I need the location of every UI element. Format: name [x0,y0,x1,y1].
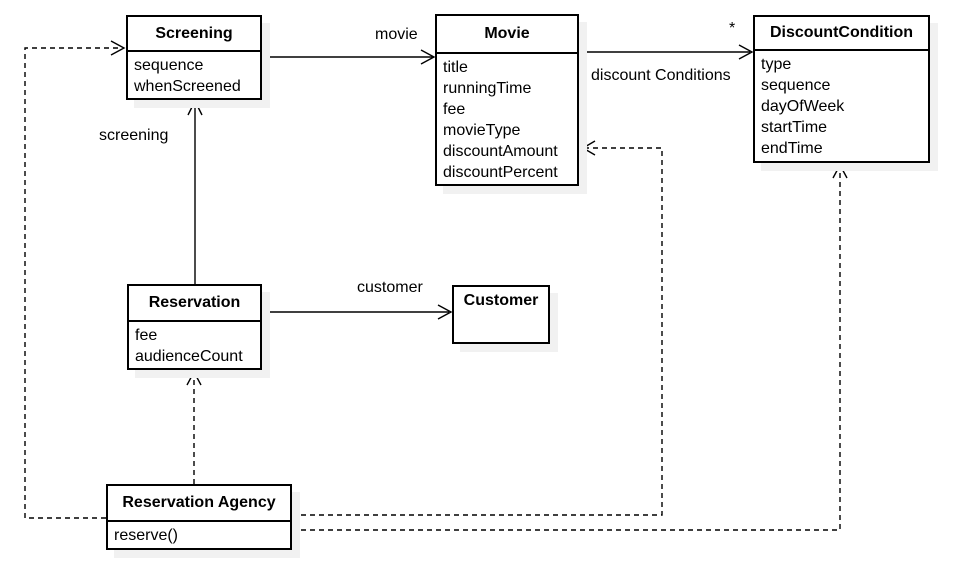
class-operations-reservation-agency: reserve() [108,522,290,549]
class-title-screening: Screening [128,17,260,52]
attribute: runningTime [443,80,532,97]
edge-agency-to-movie-dashed [292,140,663,516]
class-box-reservation-agency: Reservation Agency reserve() [106,484,292,550]
edge-movie-to-discountcondition [579,44,754,60]
edge-agency-to-discountcondition-dashed [292,163,848,531]
class-title-reservation-agency: Reservation Agency [108,486,290,522]
class-title-reservation: Reservation [129,286,260,322]
class-box-reservation: Reservation fee audienceCount [127,284,262,370]
class-attributes-movie: title runningTime fee movieType discount… [437,54,577,186]
edge-label-movie: movie [375,25,418,44]
edge-label-screening: screening [99,126,169,145]
attribute: discountPercent [443,164,558,181]
attribute: discountAmount [443,143,558,160]
class-box-customer: Customer [452,285,550,344]
edge-reservation-to-screening [187,99,203,284]
class-attributes-discountcondition: type sequence dayOfWeek startTime endTim… [755,51,928,162]
attribute: whenScreened [134,78,241,95]
attribute: sequence [134,57,204,74]
class-title-discountcondition: DiscountCondition [755,17,928,51]
attribute: title [443,59,468,76]
attribute: type [761,56,792,73]
edge-agency-to-screening-dashed [24,40,126,519]
attribute: fee [443,101,466,118]
class-attributes-screening: sequence whenScreened [128,52,260,100]
edge-label-customer: customer [357,278,423,297]
attribute: sequence [761,77,831,94]
edge-multiplicity-many: * [729,19,736,38]
class-box-movie: Movie title runningTime fee movieType di… [435,14,579,186]
edge-screening-to-movie [262,49,436,65]
edge-agency-to-reservation-dashed [186,370,202,484]
edge-reservation-to-customer [262,304,453,320]
class-box-screening: Screening sequence whenScreened [126,15,262,100]
operation: reserve() [114,527,179,544]
attribute: movieType [443,122,521,139]
attribute: dayOfWeek [761,98,845,115]
class-title-movie: Movie [437,16,577,54]
attribute: startTime [761,119,828,136]
attribute: fee [135,327,158,344]
class-title-customer: Customer [463,292,539,309]
class-box-discountcondition: DiscountCondition type sequence dayOfWee… [753,15,930,163]
edge-label-discount-conditions: discount Conditions [591,66,731,85]
class-attributes-reservation: fee audienceCount [129,322,260,370]
attribute: audienceCount [135,348,243,365]
attribute: endTime [761,140,823,157]
